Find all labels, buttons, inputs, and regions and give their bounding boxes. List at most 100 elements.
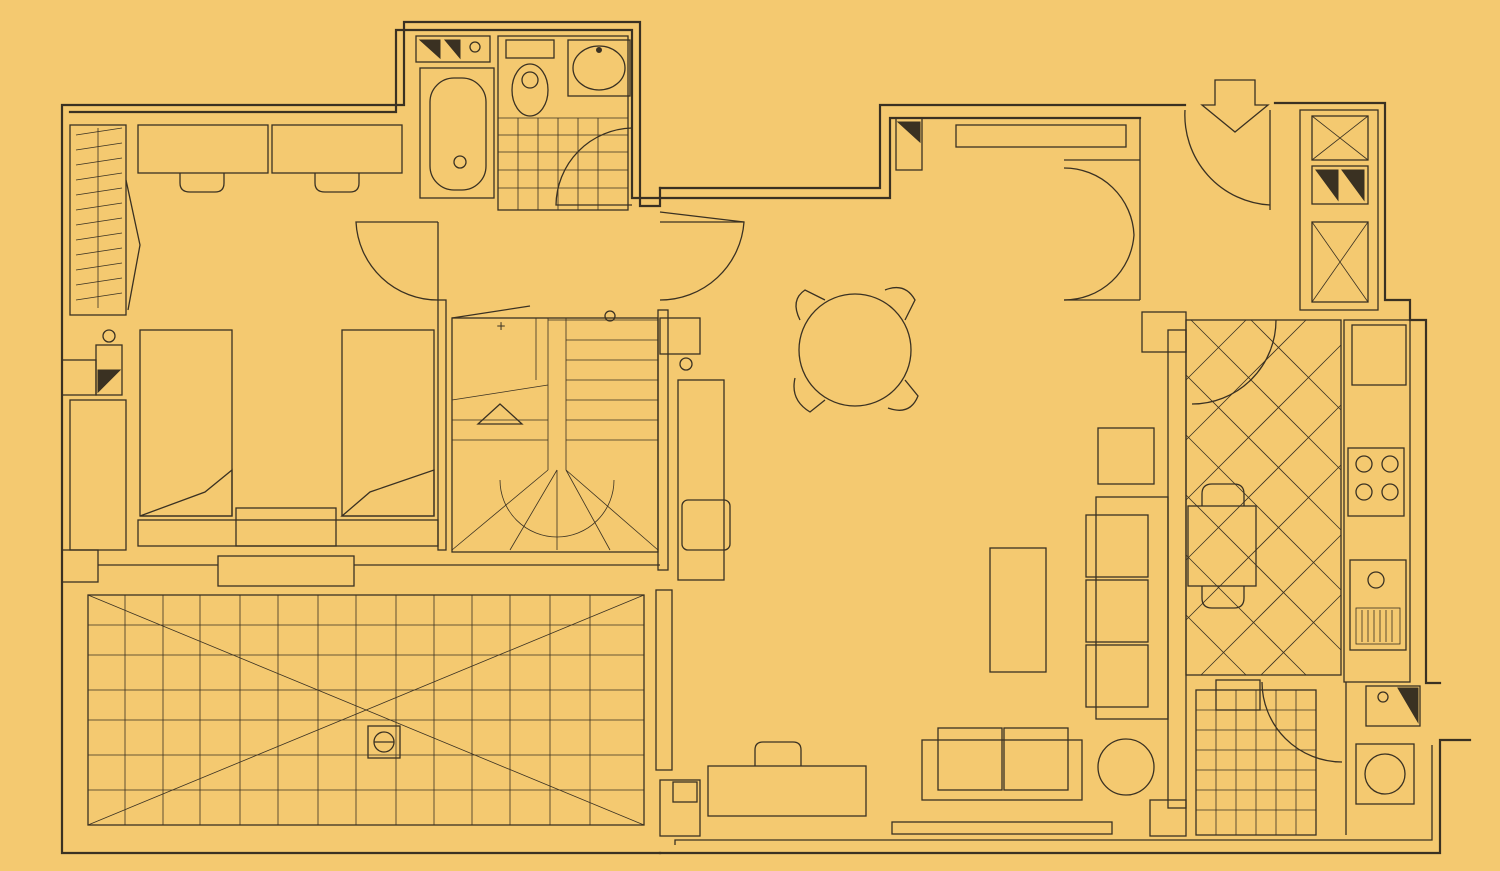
top-cabinet bbox=[955, 124, 1127, 148]
washing-machine bbox=[1355, 743, 1415, 805]
stair-direction-arrow-icon bbox=[476, 403, 524, 425]
desk-left bbox=[137, 124, 269, 174]
armchair-seat-1 bbox=[937, 727, 1003, 791]
kitchen-diagonal-tiles bbox=[1185, 319, 1342, 676]
switch-icon bbox=[1377, 691, 1389, 703]
electrical-panel-top bbox=[895, 117, 923, 171]
hall-door-leaf bbox=[659, 211, 745, 223]
washing-machine-drum bbox=[1364, 753, 1406, 795]
laundry-tiles bbox=[1196, 690, 1316, 835]
washbasin-tap bbox=[596, 47, 602, 53]
living-room bbox=[659, 79, 1271, 837]
double-door-arc-a bbox=[1063, 167, 1135, 236]
panel-fill-top bbox=[896, 121, 921, 144]
desk-chair-right bbox=[314, 173, 360, 193]
laundry-cabinet bbox=[1215, 679, 1261, 711]
inner-wall-bottom bbox=[674, 745, 1433, 845]
outer-wall-right bbox=[1273, 101, 1442, 685]
kitchen-chair-bottom bbox=[1201, 586, 1245, 609]
kitchen-counter bbox=[1343, 319, 1411, 683]
panel-fill-left bbox=[97, 369, 122, 394]
living-window bbox=[891, 821, 1113, 835]
bathroom-door-swing bbox=[555, 127, 633, 206]
sofa-seat-1 bbox=[1085, 514, 1149, 578]
toilet-seat bbox=[521, 71, 539, 89]
closet-hangers bbox=[75, 127, 123, 308]
bath-panel-fill-b bbox=[443, 39, 461, 60]
entrance-door-swing bbox=[1184, 109, 1271, 206]
burner-2 bbox=[1381, 455, 1399, 473]
sink-bowl bbox=[1367, 571, 1385, 589]
bathtub-basin bbox=[429, 77, 487, 191]
floor-drain-icon bbox=[367, 725, 401, 759]
service-shaft-bottom-right bbox=[1149, 799, 1187, 837]
kitchen-table bbox=[1187, 505, 1257, 587]
outer-wall-middle bbox=[658, 103, 1187, 190]
washbasin-counter bbox=[567, 39, 631, 97]
stair-door-leaf bbox=[451, 305, 531, 319]
washbasin bbox=[572, 45, 626, 91]
outer-wall-bottom bbox=[658, 738, 1472, 855]
sofa-seat-3 bbox=[1085, 644, 1149, 708]
bed-left-pillow bbox=[139, 468, 233, 517]
tv-console-chair bbox=[754, 741, 802, 766]
electrical-panel-right bbox=[1365, 685, 1421, 727]
kitchen-tile-field bbox=[1185, 319, 1342, 676]
bathroom bbox=[415, 35, 633, 211]
panel-fill-right bbox=[1397, 687, 1419, 724]
entrance-arrow-icon bbox=[1200, 79, 1270, 133]
kitchen-door-swing bbox=[1191, 319, 1277, 405]
dining-chair-tr bbox=[884, 286, 916, 321]
inner-wall-left-block bbox=[68, 28, 662, 200]
burner-3 bbox=[1355, 483, 1373, 501]
sideboard-chair bbox=[681, 499, 731, 551]
utility-box-1 bbox=[1311, 115, 1369, 161]
fridge bbox=[1351, 324, 1407, 386]
armchair-seat-2 bbox=[1003, 727, 1069, 791]
service-shaft-mid bbox=[659, 317, 701, 355]
electrical-panel-bottom bbox=[672, 781, 698, 803]
electrical-panel-left bbox=[95, 344, 123, 396]
dining-chair-bl bbox=[793, 377, 826, 413]
sink bbox=[1349, 559, 1407, 651]
bathtub bbox=[419, 67, 495, 199]
utility-box-3 bbox=[1311, 221, 1369, 303]
dining-chair-br bbox=[887, 379, 919, 411]
bedroom-partition bbox=[437, 299, 447, 551]
sofa-seat-2 bbox=[1085, 579, 1149, 643]
kitchen bbox=[1185, 109, 1411, 683]
closet bbox=[69, 124, 127, 316]
bath-tiles bbox=[498, 117, 628, 210]
bath-panel-fill-a bbox=[418, 39, 441, 60]
terrace-tile-field bbox=[87, 594, 645, 826]
double-door-arc-b bbox=[1063, 234, 1135, 301]
terrace-door-frame bbox=[655, 589, 673, 771]
desk-right bbox=[271, 124, 403, 174]
kitchen-chair-top bbox=[1201, 483, 1245, 506]
desk-chair-left bbox=[179, 173, 225, 193]
coffee-table bbox=[989, 547, 1047, 673]
service-shaft-bottom-left bbox=[659, 779, 701, 837]
cooktop bbox=[1347, 447, 1405, 517]
stair-post bbox=[604, 310, 616, 322]
terrace bbox=[61, 549, 673, 826]
terrace-sliding-door bbox=[217, 555, 355, 587]
bath-panel-dot bbox=[469, 41, 481, 53]
dining-table bbox=[798, 293, 912, 407]
bedroom bbox=[61, 124, 447, 551]
burner-4 bbox=[1381, 483, 1399, 501]
side-table bbox=[1097, 427, 1155, 485]
switch-icon bbox=[102, 329, 116, 343]
utility-box-2-fill-a bbox=[1315, 169, 1339, 202]
utility-column bbox=[1299, 109, 1379, 311]
bath-panel bbox=[415, 35, 491, 63]
sideboard bbox=[677, 379, 725, 581]
bath-tile-area bbox=[497, 35, 629, 211]
bed-right-pillow bbox=[340, 469, 435, 517]
utility-box-2-fill-b bbox=[1341, 169, 1365, 202]
dining-chair-tl bbox=[795, 289, 826, 321]
switch-icon bbox=[679, 357, 693, 371]
hall-partition bbox=[657, 309, 669, 571]
